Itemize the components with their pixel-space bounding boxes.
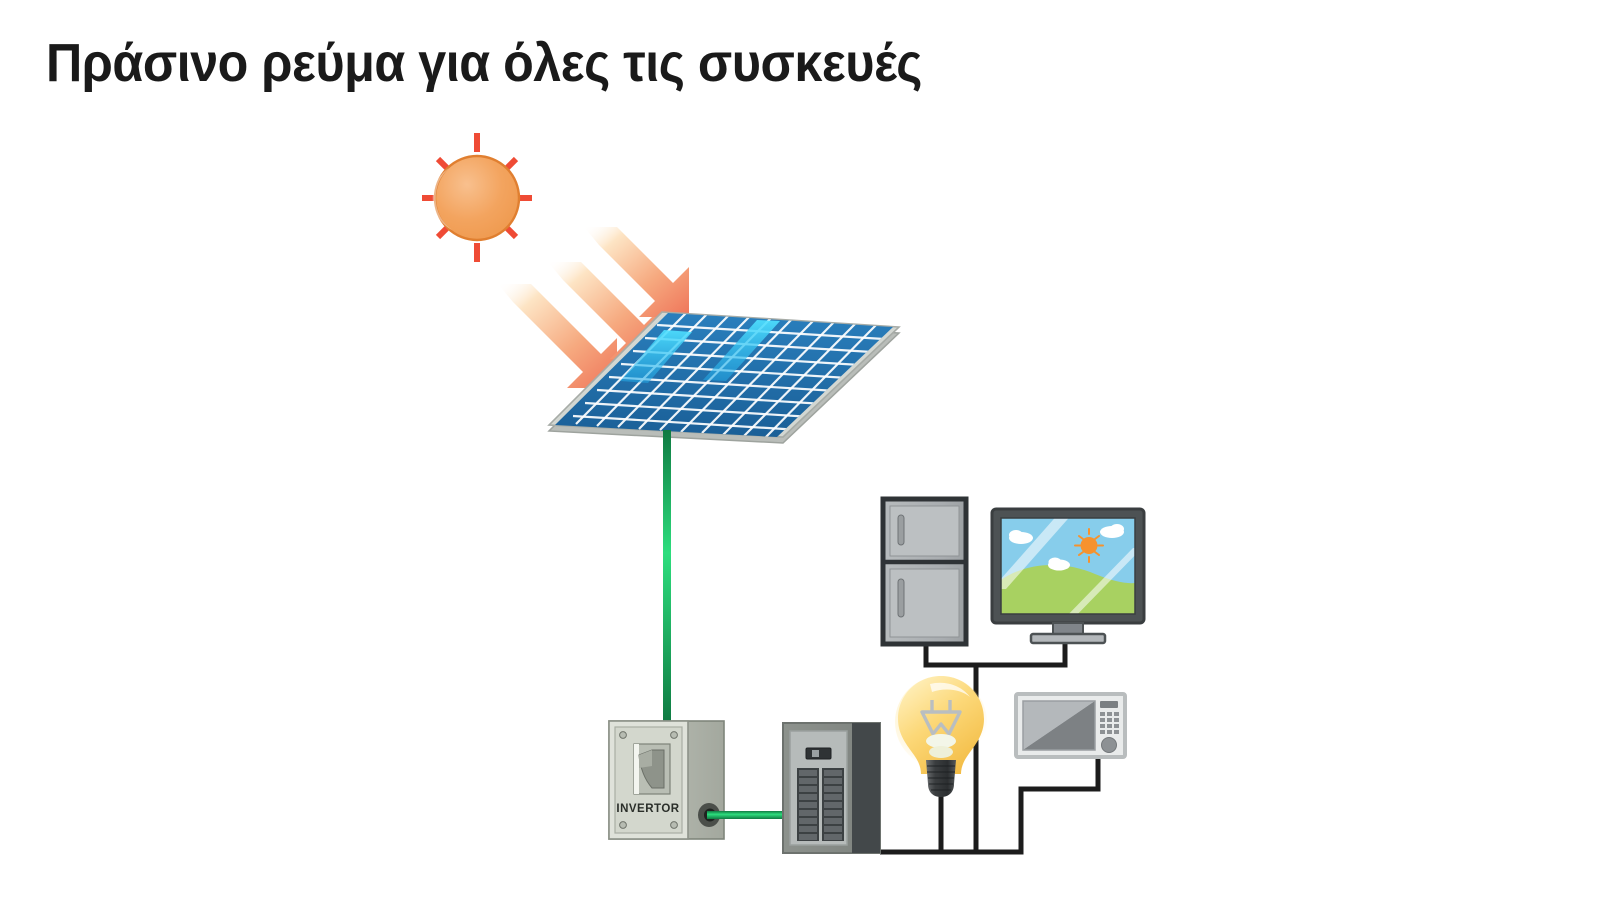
light-bulb-filament	[920, 700, 962, 736]
television-stand-neck	[1052, 622, 1084, 635]
sunlight-arrow	[584, 227, 689, 317]
tv-clouds	[1009, 524, 1124, 571]
sun-disc-icon	[433, 154, 521, 242]
light-bulb-shine	[930, 682, 970, 697]
television-screen-content	[1001, 518, 1135, 614]
television-stand-base	[1029, 632, 1107, 645]
breaker-switches-right[interactable]	[824, 770, 842, 840]
inverter-screws	[619, 731, 678, 829]
tv-glare	[1001, 518, 1135, 614]
solar-panel-highlight	[703, 320, 780, 381]
breaker-switches-left[interactable]	[799, 770, 817, 840]
microwave-icon	[1014, 692, 1127, 759]
sun-icon	[422, 133, 532, 262]
panel-to-inverter-wire	[663, 430, 671, 723]
solar-panel-highlight	[620, 330, 692, 383]
light-bulb-neck	[926, 734, 956, 748]
television-icon	[990, 507, 1146, 645]
inverter-to-breaker-wire	[707, 811, 803, 819]
refrigerator-icon	[880, 496, 969, 647]
tv-grass	[1001, 564, 1135, 614]
light-bulb-icon	[895, 676, 987, 797]
inverter-label: INVERTOR	[616, 803, 679, 815]
tv-sun-icon	[1074, 528, 1104, 563]
microwave-door-window[interactable]	[1022, 700, 1096, 751]
breaker-panel-side	[852, 723, 880, 853]
breaker-panel-icon	[782, 722, 881, 854]
sunlight-arrow	[498, 284, 617, 388]
sunlight-arrow	[548, 262, 660, 359]
refrigerator-handle-lower[interactable]	[897, 578, 905, 618]
microwave-keypad[interactable]	[1100, 701, 1119, 734]
branch-microwave-wire	[880, 757, 1101, 855]
page-title: Πράσινο ρεύμα για όλες τις συσκευές	[46, 33, 922, 93]
refrigerator-handle-upper[interactable]	[897, 514, 905, 546]
microwave-dial[interactable]	[1101, 737, 1117, 753]
solar-panel-icon	[547, 311, 901, 444]
light-bulb-neck-lower	[929, 746, 953, 758]
sun-highlight	[432, 168, 452, 230]
refrigerator-television-bus	[923, 641, 1068, 668]
inverter-box-icon: INVERTOR	[608, 720, 725, 840]
sunlight-arrows-icon	[498, 227, 689, 388]
